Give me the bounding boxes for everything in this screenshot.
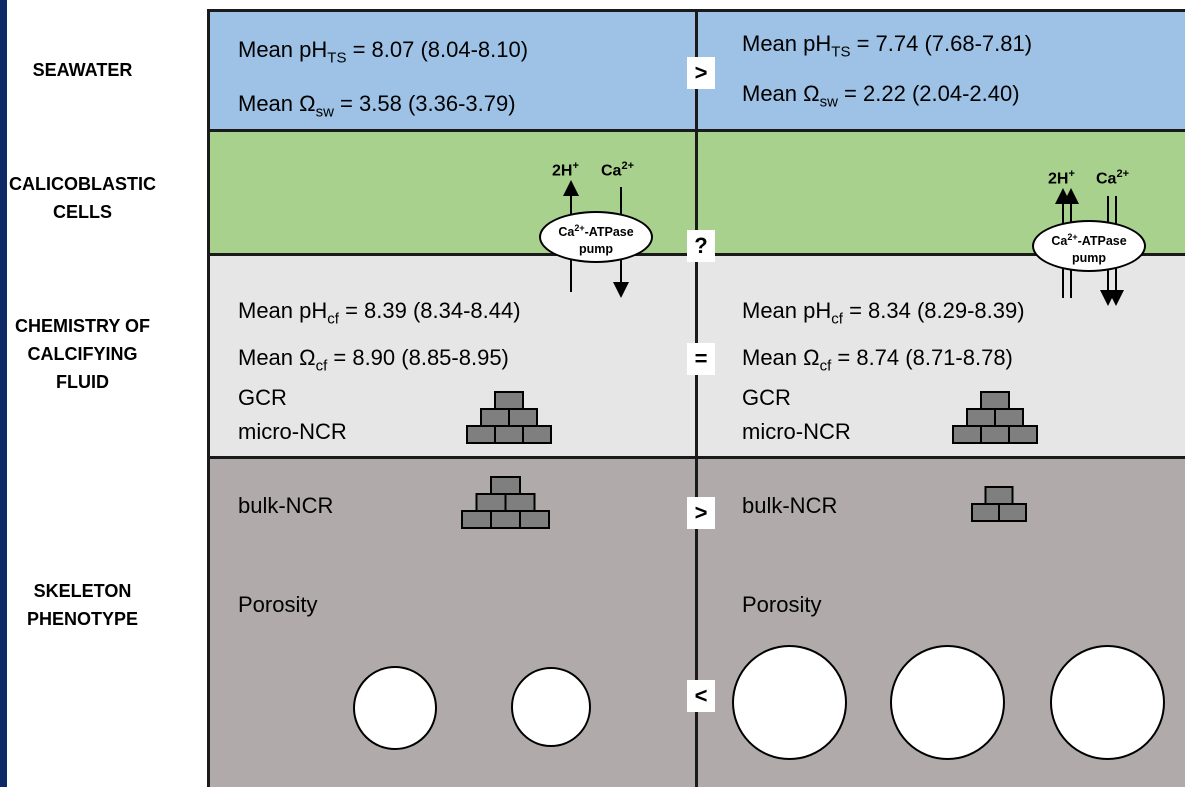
left-bulk-ncr-label: bulk-NCR: [238, 493, 334, 518]
left-fluid-pyramid-brick: [522, 425, 552, 444]
compare-fluid: =: [687, 343, 715, 375]
row-label-skeleton-2: PHENOTYPE: [26, 609, 139, 629]
right-bulk-pyramid-brick: [971, 503, 1000, 522]
left-seawater-ph: Mean pHTS = 8.07 (8.04-8.10): [238, 37, 529, 67]
right-fluid-pyramid-brick: [980, 391, 1010, 410]
right-bulk-pyramid-brick: [998, 503, 1027, 522]
left-pore-2: [511, 667, 591, 747]
left-pore-1: [353, 666, 437, 750]
left-fluid-pyramid-brick: [466, 425, 496, 444]
left-border: [207, 9, 210, 787]
left-fluid-omega: Mean Ωcf = 8.90 (8.85-8.95): [238, 345, 509, 375]
compare-seawater: >: [687, 57, 715, 89]
right-fluid-pyramid-brick: [980, 425, 1010, 444]
left-pump-line2: pump: [578, 242, 614, 257]
left-fluid-pyramid-brick: [480, 408, 510, 427]
left-bulk-pyramid-brick: [519, 510, 550, 529]
left-micro-ncr-label: micro-NCR: [238, 419, 347, 444]
left-atpase-pump: Ca2+-ATPase pump: [539, 211, 653, 263]
left-fluid-pyramid-brick: [494, 391, 524, 410]
right-pump-line1: Ca2+-ATPase: [1051, 232, 1127, 249]
right-fluid-pyramid-brick: [994, 408, 1024, 427]
left-bulk-pyramid-brick: [490, 476, 521, 495]
left-bulk-pyramid-brick: [475, 493, 507, 512]
row-label-fluid-2: CALCIFYING: [27, 344, 138, 364]
left-bulk-pyramid-brick: [461, 510, 492, 529]
left-bulk-pyramid-brick: [504, 493, 536, 512]
right-seawater-omega: Mean Ωsw = 2.22 (2.04-2.40): [742, 81, 1020, 111]
row-label-cells-2: CELLS: [52, 202, 112, 222]
compare-bulk: >: [687, 497, 715, 529]
right-bulk-pyramid-brick: [984, 486, 1014, 505]
center-divider: [695, 9, 698, 787]
compare-porosity: <: [687, 680, 715, 712]
row-label-skeleton-1: SKELETON: [33, 581, 132, 601]
right-fluid-pyramid-brick: [1008, 425, 1038, 444]
right-fluid-omega: Mean Ωcf = 8.74 (8.71-8.78): [742, 345, 1013, 375]
left-fluid-ph: Mean pHcf = 8.39 (8.34-8.44): [238, 298, 521, 328]
compare-cells: ?: [687, 230, 715, 262]
left-bulk-pyramid-brick: [490, 510, 521, 529]
right-micro-ncr-label: micro-NCR: [742, 419, 851, 444]
row-label-cells-1: CALICOBLASTIC: [9, 174, 156, 194]
left-fluid-pyramid-brick: [494, 425, 524, 444]
row-label-fluid-3: FLUID: [56, 372, 109, 392]
right-gcr-label: GCR: [742, 385, 791, 410]
right-pore-2: [890, 645, 1005, 760]
right-fluid-pyramid-brick: [952, 425, 982, 444]
right-proton-label: 2H+: [1048, 168, 1075, 188]
left-porosity-label: Porosity: [238, 592, 318, 617]
right-fluid-pyramid-brick: [966, 408, 996, 427]
left-seawater-omega: Mean Ωsw = 3.58 (3.36-3.79): [238, 91, 516, 121]
right-pump-line2: pump: [1071, 251, 1107, 266]
right-pore-3: [1050, 645, 1165, 760]
left-accent-bar: [0, 0, 7, 787]
row-label-fluid-1: CHEMISTRY OF: [14, 316, 150, 336]
right-bulk-ncr-label: bulk-NCR: [742, 493, 838, 518]
right-seawater-ph: Mean pHTS = 7.74 (7.68-7.81): [742, 31, 1033, 61]
left-proton-label: 2H+: [552, 160, 579, 180]
right-porosity-label: Porosity: [742, 592, 822, 617]
right-pore-1: [732, 645, 847, 760]
left-gcr-label: GCR: [238, 385, 287, 410]
right-calcium-label: Ca2+: [1096, 168, 1129, 188]
left-calcium-label: Ca2+: [601, 160, 634, 180]
row-label-seawater: SEAWATER: [32, 60, 133, 80]
left-pump-line1: Ca2+-ATPase: [558, 223, 634, 240]
right-atpase-pump: Ca2+-ATPase pump: [1032, 220, 1146, 272]
left-fluid-pyramid-brick: [508, 408, 538, 427]
right-fluid-ph: Mean pHcf = 8.34 (8.29-8.39): [742, 298, 1025, 328]
